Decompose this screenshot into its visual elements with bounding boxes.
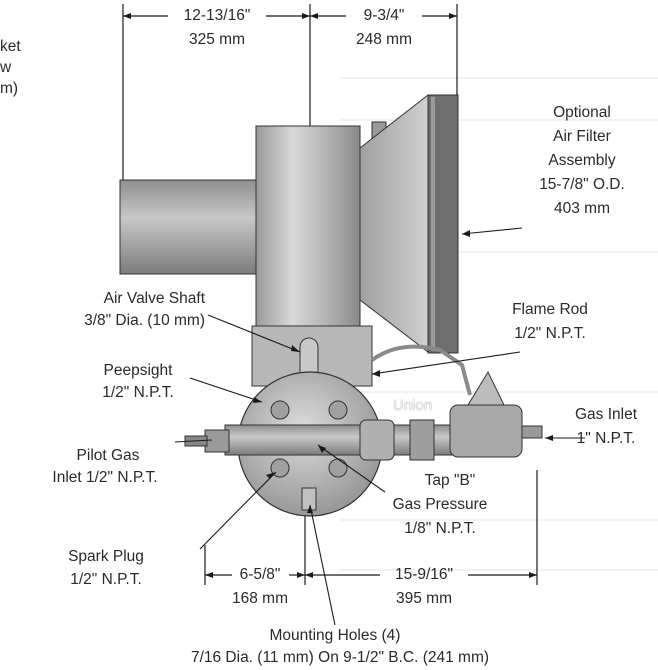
union-label: Union <box>393 397 433 414</box>
leader-lines <box>174 227 585 626</box>
flame-rod-label: Flame Rod <box>512 301 588 318</box>
peepsight-size: 1/2" N.P.T. <box>102 384 174 401</box>
spark-plug-label: Spark Plug <box>68 548 144 565</box>
dim-top-right-imperial: 9-3/4" <box>363 7 405 24</box>
pilot-gas-label: Pilot Gas <box>76 447 140 464</box>
blower-housing <box>255 125 361 327</box>
gas-regulator <box>449 404 523 458</box>
spark-plug-size: 1/2" N.P.T. <box>70 571 142 588</box>
air-filter-label-3: Assembly <box>548 152 616 169</box>
air-filter-label-2: Air Filter <box>553 128 611 145</box>
tap-b-desc: Gas Pressure <box>392 496 488 513</box>
peepsight-label: Peepsight <box>103 362 173 379</box>
mounting-holes-label: Mounting Holes (4) <box>269 627 401 644</box>
air-valve-shaft-label: Air Valve Shaft <box>103 290 205 307</box>
air-filter-label-1: Optional <box>553 104 611 121</box>
flame-rod-size: 1/2" N.P.T. <box>514 325 586 342</box>
gas-manifold <box>224 424 476 456</box>
air-filter-cone <box>359 93 429 354</box>
air-filter-label-4: 15-7/8" O.D. <box>539 176 625 193</box>
dim-top-right-metric: 248 mm <box>356 31 412 48</box>
dim-bottom-right-metric: 395 mm <box>396 590 452 607</box>
left-fragment-1: ket <box>0 38 21 55</box>
pilot-gas-size: Inlet 1/2" N.P.T. <box>52 469 158 486</box>
air-valve-shaft-size: 3/8" Dia. (10 mm) <box>84 312 205 329</box>
gas-inlet-label: Gas Inlet <box>574 406 638 423</box>
dim-bottom-left-metric: 168 mm <box>232 590 288 607</box>
tap-b-size: 1/8" N.P.T. <box>404 520 476 537</box>
air-filter-label-5: 403 mm <box>554 200 610 217</box>
dim-top-left-metric: 325 mm <box>189 31 245 48</box>
left-fragment-3: m) <box>0 80 19 97</box>
left-fragment-2: w <box>0 59 12 76</box>
mounting-holes-spec: 7/16 Dia. (11 mm) On 9-1/2" B.C. (241 mm… <box>190 649 490 666</box>
tap-b-label: Tap "B" <box>424 472 476 489</box>
blower-outlet <box>119 179 261 275</box>
dim-bottom-left-imperial: 6-5/8" <box>239 566 281 583</box>
dim-bottom-right-imperial: 15-9/16" <box>394 566 454 583</box>
dim-top-left-imperial: 12-13/16" <box>183 7 251 24</box>
gas-inlet-size: 1" N.P.T. <box>576 430 636 447</box>
